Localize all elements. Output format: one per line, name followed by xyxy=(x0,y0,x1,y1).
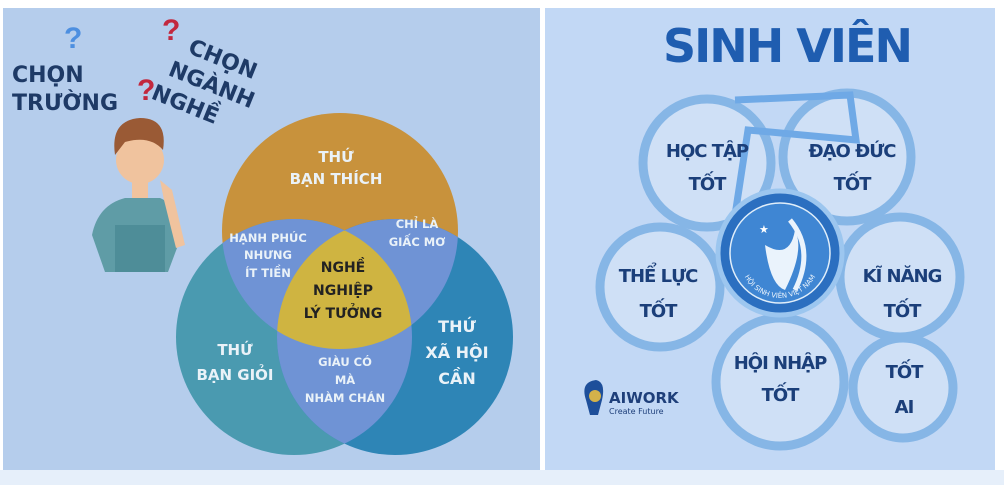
student-association-emblem: ★ HỘI SINH VIÊN VIỆT NAM xyxy=(715,188,845,318)
question-mark-icon: ? xyxy=(137,74,155,107)
question-mark-icon: ? xyxy=(64,22,82,55)
brand-name: AIWORK xyxy=(609,389,680,407)
choose-school-line1: CHỌN xyxy=(12,63,84,88)
circle-integration xyxy=(711,313,849,451)
number-five-shape xyxy=(728,91,861,236)
star-icon: ★ xyxy=(759,224,769,236)
circle-fitness xyxy=(595,222,725,352)
lightbulb-icon xyxy=(589,390,601,402)
venn-diagram xyxy=(176,113,513,455)
title-sinh-vien: SINH VIÊN xyxy=(663,19,911,73)
circle-ai xyxy=(848,333,958,443)
bottom-strip xyxy=(0,470,1004,485)
aiwork-logo: AIWORK Create Future xyxy=(584,380,680,416)
brand-tagline: Create Future xyxy=(609,407,664,416)
question-mark-icon: ? xyxy=(162,14,180,47)
choose-school-line2: TRƯỜNG xyxy=(12,90,118,116)
thinking-person-illustration xyxy=(92,118,185,272)
